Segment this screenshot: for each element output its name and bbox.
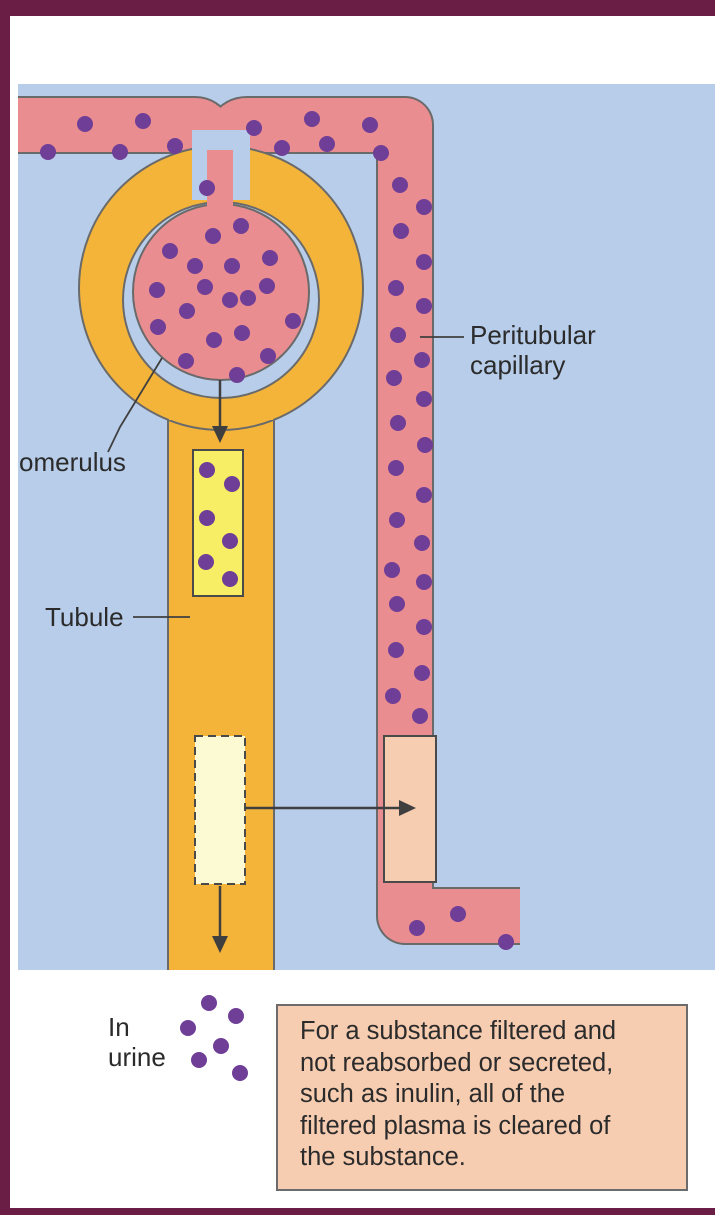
- blood-particle: [246, 120, 262, 136]
- blood-particle: [450, 906, 466, 922]
- blood-particle: [416, 298, 432, 314]
- blood-particle: [388, 280, 404, 296]
- glomerular-particle: [224, 258, 240, 274]
- blood-particle: [416, 619, 432, 635]
- blood-particle: [416, 199, 432, 215]
- glomerular-particle: [187, 258, 203, 274]
- glomerulus-label: omerulus: [19, 447, 126, 477]
- blood-particle: [40, 144, 56, 160]
- glomerular-particle: [234, 325, 250, 341]
- blood-particle: [417, 437, 433, 453]
- blood-particle: [393, 223, 409, 239]
- blood-particle: [389, 596, 405, 612]
- blood-particle: [390, 415, 406, 431]
- blood-particle: [274, 140, 290, 156]
- glomerular-particle: [240, 290, 256, 306]
- glomerular-particle: [285, 313, 301, 329]
- filtered-particle: [198, 554, 214, 570]
- glomerular-particle: [178, 353, 194, 369]
- filtered-particle: [222, 533, 238, 549]
- blood-particle: [414, 352, 430, 368]
- blood-particle: [414, 535, 430, 551]
- blood-particle: [416, 254, 432, 270]
- blood-particle: [135, 113, 151, 129]
- filtered-particle: [199, 462, 215, 478]
- blood-particle: [384, 562, 400, 578]
- glomerular-particle: [229, 367, 245, 383]
- glomerular-particle: [149, 282, 165, 298]
- blood-particle: [386, 370, 402, 386]
- filtered-particle: [224, 476, 240, 492]
- urine-particle: [232, 1065, 248, 1081]
- blood-particle: [416, 391, 432, 407]
- blood-particle: [498, 934, 514, 950]
- cleared-filtrate-box: [195, 736, 245, 884]
- blood-particle: [389, 512, 405, 528]
- blood-particle: [112, 144, 128, 160]
- blood-particle: [409, 920, 425, 936]
- in-urine-label: In urine: [108, 1012, 166, 1072]
- filtered-particle: [199, 510, 215, 526]
- glomerular-particle: [150, 319, 166, 335]
- filtered-particle: [222, 571, 238, 587]
- glomerular-particle: [205, 228, 221, 244]
- glomerular-particle: [206, 332, 222, 348]
- tubule-label: Tubule: [45, 602, 124, 632]
- blood-particle: [77, 116, 93, 132]
- glomerular-particle: [162, 243, 178, 259]
- urine-particle: [191, 1052, 207, 1068]
- glomerular-particle: [262, 250, 278, 266]
- blood-particle: [390, 327, 406, 343]
- blood-particle: [414, 665, 430, 681]
- glomerular-particle: [199, 180, 215, 196]
- glomerular-particle: [222, 292, 238, 308]
- blood-particle: [167, 138, 183, 154]
- blood-particle: [392, 177, 408, 193]
- glomerular-particle: [259, 278, 275, 294]
- blood-particle: [412, 708, 428, 724]
- blood-particle: [416, 574, 432, 590]
- blood-particle: [385, 688, 401, 704]
- blood-particle: [388, 642, 404, 658]
- blood-particle: [362, 117, 378, 133]
- urine-particle: [201, 995, 217, 1011]
- blood-particle: [304, 111, 320, 127]
- glomerular-particle: [233, 218, 249, 234]
- explanation-note: For a substance filtered and not reabsor…: [276, 1004, 688, 1191]
- urine-particle: [180, 1020, 196, 1036]
- blood-particle: [416, 487, 432, 503]
- glomerular-particle: [179, 303, 195, 319]
- peritubular-capillary-label: Peritubular capillary: [470, 320, 596, 380]
- blood-particle: [319, 136, 335, 152]
- glomerular-particle: [260, 348, 276, 364]
- blood-particle: [373, 145, 389, 161]
- urine-particle: [213, 1038, 229, 1054]
- blood-particle: [388, 460, 404, 476]
- urine-particle: [228, 1008, 244, 1024]
- glomerular-particle: [197, 279, 213, 295]
